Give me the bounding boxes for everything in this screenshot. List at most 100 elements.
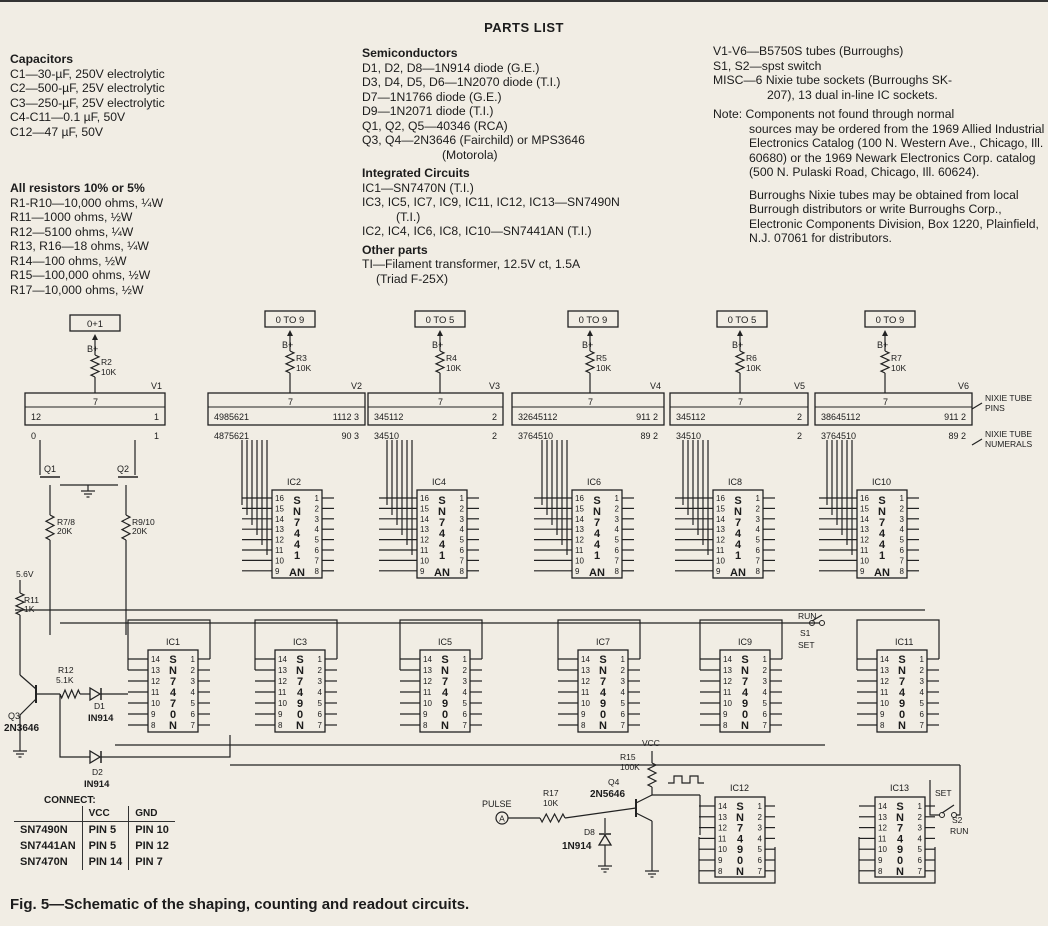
ic-pin-number: 1 [763, 655, 768, 664]
bplus-arrow [737, 330, 743, 336]
ic-chip-letter: S [438, 495, 445, 507]
ic-pin-number: 11 [278, 688, 287, 697]
ic-pin-number: 3 [900, 515, 905, 524]
ic-pin-number: 9 [423, 710, 428, 719]
ic-pin-number: 7 [920, 721, 925, 730]
r12-label: R12 [58, 665, 74, 675]
ic-pin-number: 4 [460, 525, 465, 534]
ic-chip-letter: 4 [742, 687, 749, 699]
ic-chip-letter: 7 [735, 517, 741, 529]
ic-pin-number: 1 [621, 655, 626, 664]
switch-s1-lever [811, 614, 823, 622]
misc-item: S1, S2—spst switch [713, 58, 822, 73]
ic-pin-number: 5 [460, 536, 465, 545]
ic-pin-number: 10 [151, 699, 160, 708]
ic-pin-number: 4 [756, 525, 761, 534]
ic-chip-letter: 9 [737, 844, 743, 856]
ic-pin-number: 13 [278, 666, 287, 675]
d2-type: IN914 [84, 779, 110, 790]
tube-pin-numbers: 345112 [374, 412, 403, 422]
tube-numerals: 90 3 [341, 431, 359, 441]
ic-pin-number: 6 [900, 546, 905, 555]
wire [101, 735, 231, 758]
parts-column-1: Capacitors C1—30-µF, 250V electrolytic C… [10, 52, 330, 297]
ic-pin-number: 10 [420, 556, 429, 565]
range-label: 0 TO 9 [276, 315, 305, 326]
capacitor-item: C12—47 µF, 50V [10, 124, 104, 139]
ic-pin-number: 4 [318, 688, 323, 697]
resistor-item: R11—1000 ohms, ½W [10, 210, 133, 224]
resistor-icon [89, 354, 101, 378]
ic-pin-number: 9 [581, 710, 586, 719]
label-leader [971, 438, 983, 446]
ic-chip-letter: 7 [742, 676, 748, 688]
vcc-label: VCC [642, 738, 660, 748]
ic-pin-number: 10 [723, 699, 732, 708]
ic-chip-letter: N [293, 506, 301, 518]
ic-chip-letter: 4 [879, 528, 886, 540]
ic-pin-number: 5 [463, 699, 468, 708]
set2-label: SET [935, 788, 952, 798]
page-title: PARTS LIST [484, 20, 564, 35]
connect-chip: SN7441AN [20, 840, 76, 852]
ic-chip-letter: N [296, 665, 304, 677]
ic-pin-number: 2 [900, 504, 905, 513]
ic-chip-letter: 7 [897, 823, 903, 835]
capacitor-item: C2—500-µF, 25V electrolytic [10, 81, 165, 95]
ic-chip-letter: 7 [442, 676, 448, 688]
ic-chip-letter: N [599, 720, 607, 732]
ic-pin-number: 11 [423, 688, 432, 697]
ic-chip-letter: 1 [879, 550, 885, 562]
ic-pin-number: 14 [878, 802, 887, 811]
ic-pin-number: 10 [860, 556, 869, 565]
tube-numerals: 2 [492, 431, 497, 441]
resistor-icon [539, 812, 566, 824]
ic-pin-number: 4 [621, 688, 626, 697]
ic-pin-number: 14 [718, 802, 727, 811]
counter-loop-wire [698, 837, 776, 884]
bplus-label: B+ [432, 340, 443, 350]
ic-pin-number: 7 [615, 556, 620, 565]
ic-pin-number: 5 [756, 536, 761, 545]
ic-pin-number: 13 [860, 525, 869, 534]
v56-label: 5.6V [16, 569, 34, 579]
bplus-label: B+ [87, 344, 98, 354]
capacitor-item: C1—30-µF, 250V electrolytic [10, 66, 165, 81]
ic-pin-number: 5 [315, 536, 320, 545]
set-label: SET [798, 640, 815, 650]
ic-chip-letter: S [736, 801, 743, 813]
ic-pin-number: 12 [723, 677, 732, 686]
ic-pin-number: 13 [151, 666, 160, 675]
ic-package [271, 489, 323, 579]
ic-pin-number: 3 [758, 824, 763, 833]
ic-pin-number: 15 [860, 504, 869, 513]
wire [59, 694, 90, 758]
ic-chip-letter: N [599, 665, 607, 677]
tube-pin-numbers: 4985621 [214, 412, 249, 422]
tube-numerals: 2 [797, 431, 802, 441]
ic-chip-letter: 0 [737, 855, 743, 867]
ic-label: IC7 [596, 637, 610, 647]
parts-column-3: V1-V6—B5750S tubes (Burroughs) S1, S2—sp… [713, 44, 1048, 254]
resistor-value: 10K [746, 363, 761, 373]
ic-chip-letter: AN [434, 567, 450, 579]
ic-chip-letter: N [438, 506, 446, 518]
ic-pin-number: 15 [420, 504, 429, 513]
capacitor-item: C3—250-µF, 25V electrolytic [10, 95, 165, 110]
ic-pin-number: 6 [918, 856, 923, 865]
ic-label: IC6 [587, 477, 601, 487]
ic-pin-number: 4 [615, 525, 620, 534]
ic-pin-number: 1 [920, 655, 925, 664]
ic-chip-letter: 9 [899, 698, 905, 710]
resistor-value: 10K [596, 363, 611, 373]
ic-pin-number: 6 [756, 546, 761, 555]
ic-pin-number: 4 [763, 688, 768, 697]
ic-pin-number: 12 [716, 536, 725, 545]
tube-numerals: 1 [154, 431, 159, 441]
ic-chip-letter: 0 [442, 709, 448, 721]
r78-label: R7/8 [57, 517, 75, 527]
ic-chip-letter: 9 [297, 698, 303, 710]
misc-item: MISC—6 Nixie tube sockets (Burroughs SK- [713, 73, 953, 87]
tube-pin-numbers: 911 2 [636, 412, 658, 422]
ic-chip-letter: 1 [594, 550, 600, 562]
